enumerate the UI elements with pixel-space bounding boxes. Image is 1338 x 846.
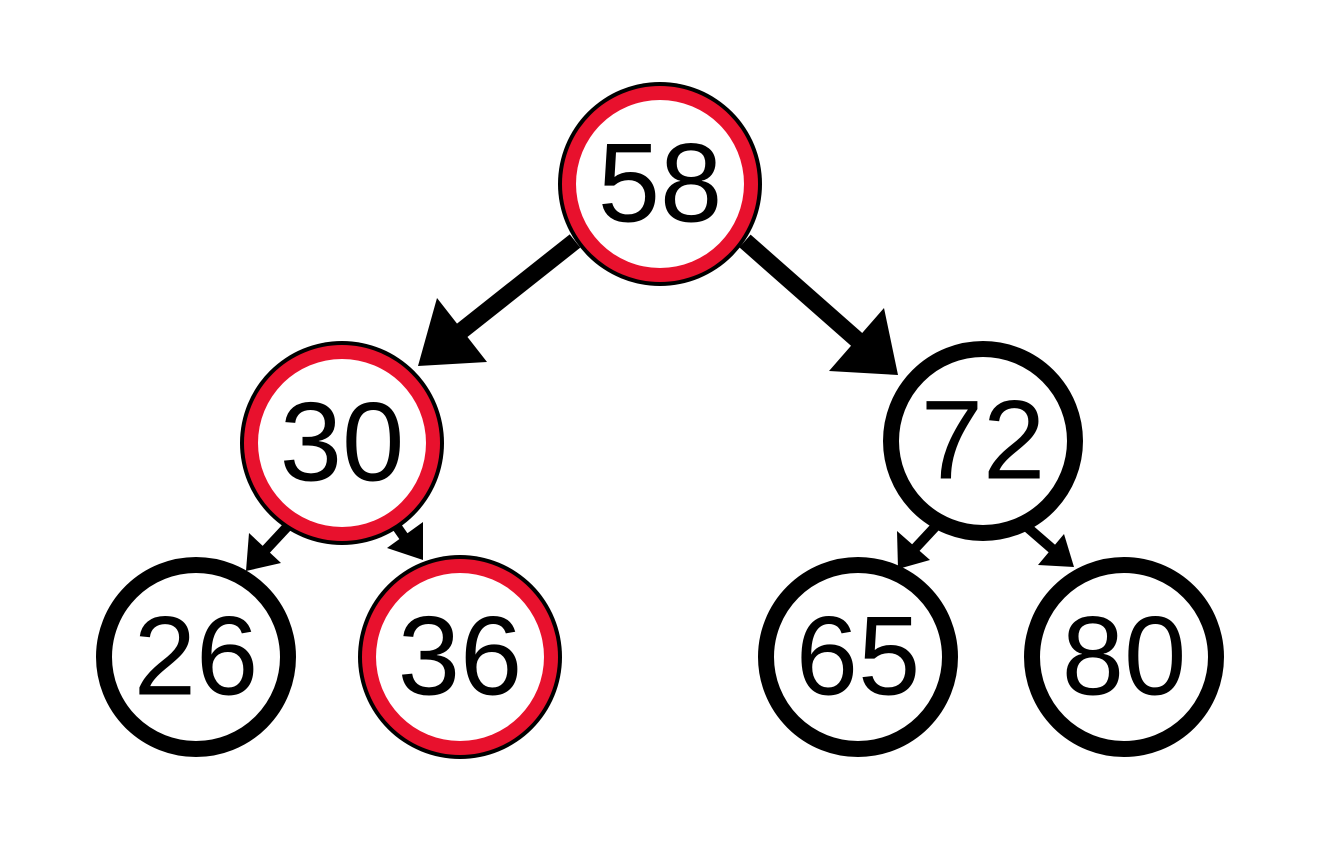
arrowhead-icon xyxy=(829,308,898,375)
node-label: 26 xyxy=(134,594,259,719)
tree-node-58: 58 xyxy=(558,82,762,286)
node-label: 30 xyxy=(280,380,405,505)
node-label: 36 xyxy=(398,594,523,719)
tree-node-30: 30 xyxy=(240,341,444,545)
arrowhead-icon xyxy=(418,298,487,366)
tree-node-65: 65 xyxy=(758,557,958,757)
edge-72-80 xyxy=(1023,523,1074,567)
tree-node-36: 36 xyxy=(358,555,562,759)
arrowhead-icon xyxy=(246,533,281,571)
nodes: 58 30 72 26 36 65 xyxy=(96,82,1224,759)
edges xyxy=(246,234,1074,571)
node-label: 58 xyxy=(598,121,723,246)
node-label: 72 xyxy=(921,378,1046,503)
node-label: 80 xyxy=(1062,594,1187,719)
arrowhead-icon xyxy=(387,522,423,560)
edge-30-36 xyxy=(387,522,423,560)
edge-30-26 xyxy=(246,523,291,571)
arrowhead-icon xyxy=(1038,534,1074,567)
tree-node-80: 80 xyxy=(1024,557,1224,757)
edge-58-72 xyxy=(739,234,898,375)
tree-node-72: 72 xyxy=(883,341,1083,541)
arrowhead-icon xyxy=(897,531,930,569)
edge-72-65 xyxy=(897,523,939,569)
node-label: 65 xyxy=(796,594,921,719)
edge-58-30 xyxy=(418,234,581,366)
tree-node-26: 26 xyxy=(96,557,296,757)
